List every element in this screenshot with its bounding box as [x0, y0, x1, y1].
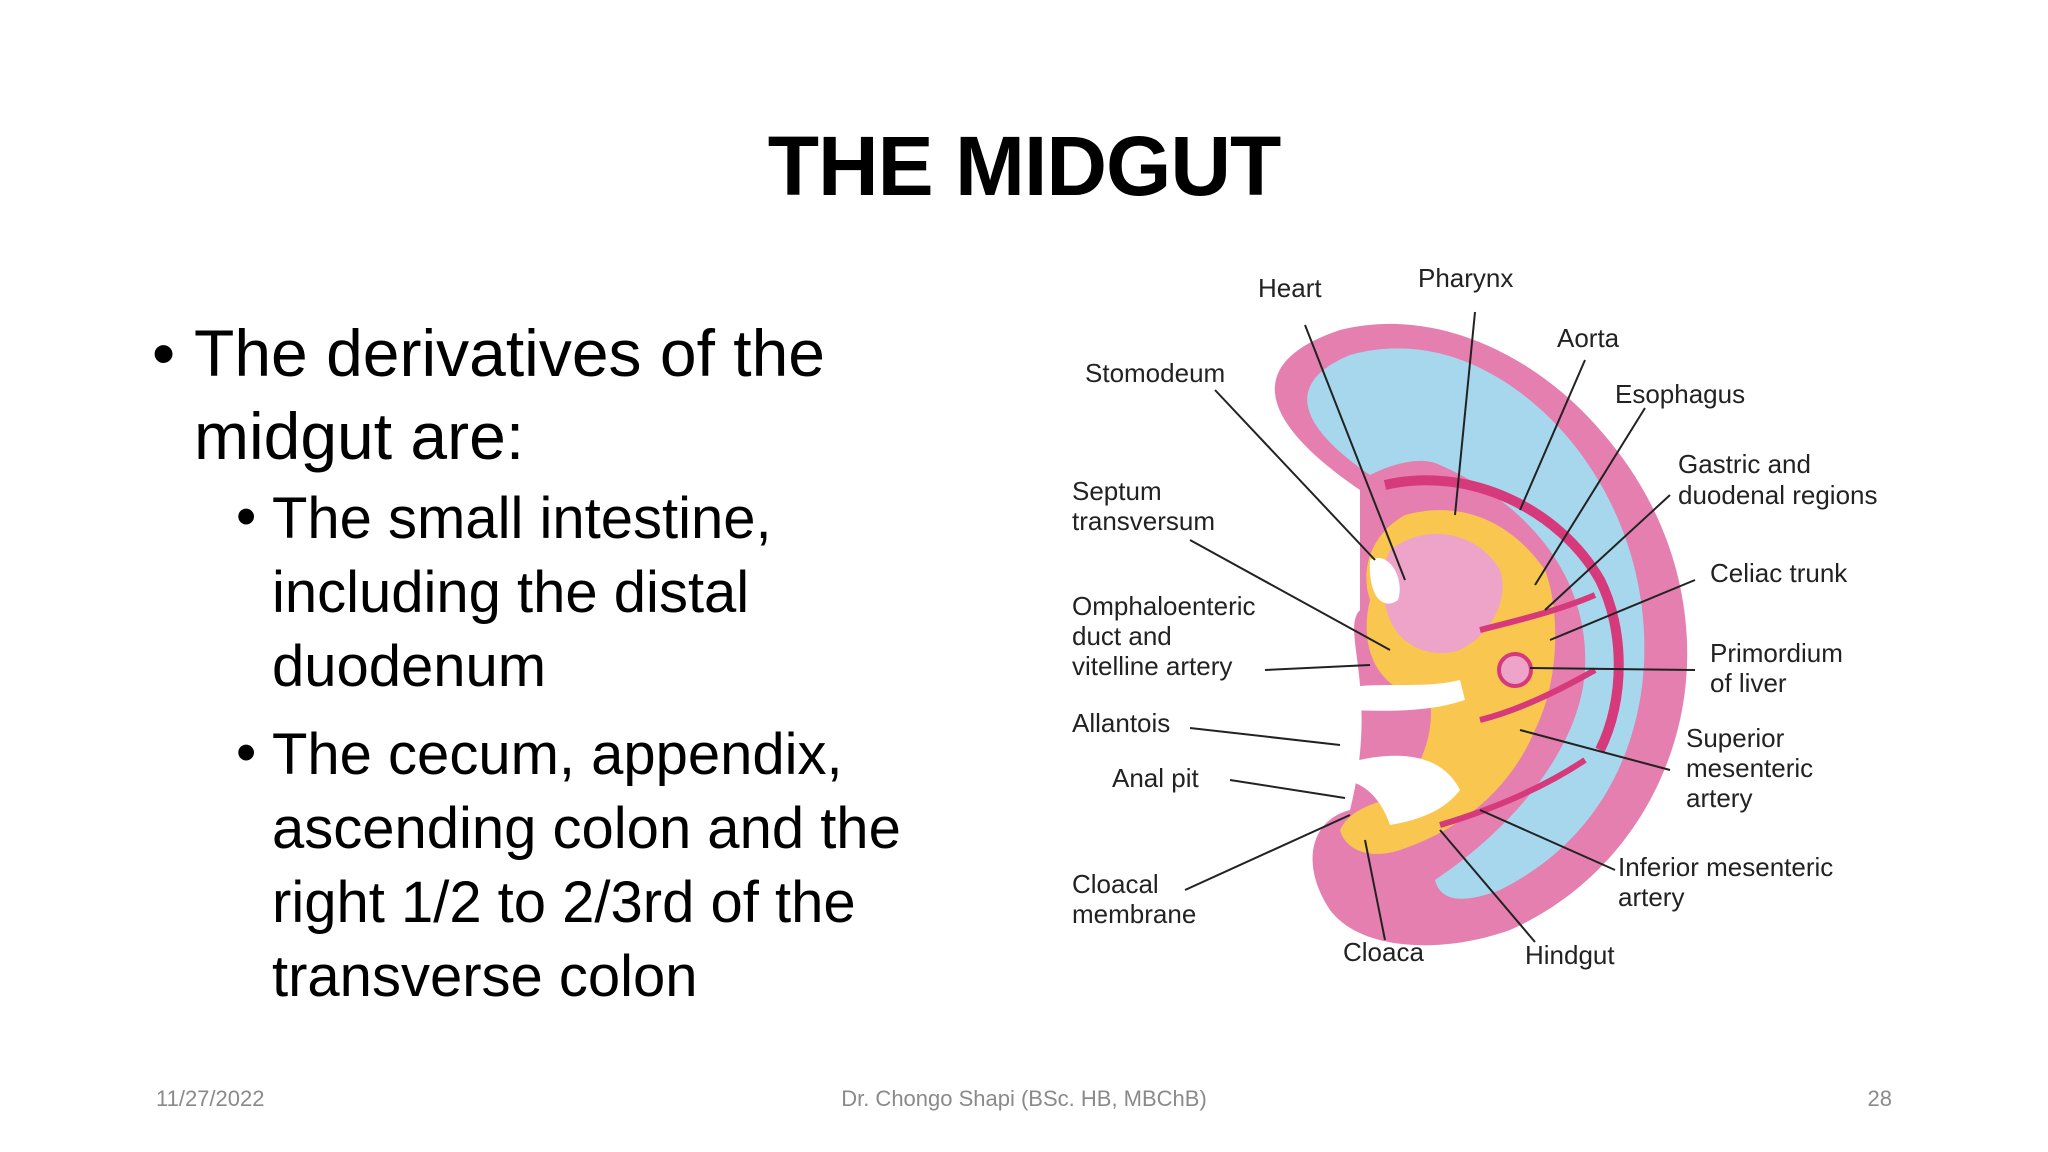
label-allantois: Allantois [1072, 708, 1170, 738]
label-primordium: of liver [1710, 668, 1787, 698]
label-celiac: Celiac trunk [1710, 558, 1848, 588]
label-inferior-mesenteric: Inferior mesenteric [1618, 852, 1833, 882]
sub-bullet-line: including the distal [272, 560, 750, 625]
label-omphaloenteric: duct and [1072, 621, 1172, 651]
label-septum: Septum [1072, 476, 1162, 506]
embryo-gut-diagram: Heart Pharynx Aorta Stomodeum Esophagus … [1072, 263, 1878, 970]
label-pharynx: Pharynx [1418, 263, 1513, 293]
sub-bullet-line: transverse colon [272, 944, 698, 1009]
amnion-cavity-shape [1307, 348, 1645, 899]
label-stomodeum: Stomodeum [1085, 358, 1225, 388]
label-aorta: Aorta [1557, 323, 1620, 353]
label-superior-mesenteric: artery [1686, 783, 1752, 813]
label-esophagus: Esophagus [1615, 379, 1745, 409]
bullet-dot-icon: • [236, 484, 257, 549]
yolk-stalk-cavity [1330, 680, 1465, 711]
label-anal-pit: Anal pit [1112, 763, 1199, 793]
leader-allantois [1189, 727, 1341, 746]
leader-pharynx [1454, 311, 1476, 516]
leader-hindgut [1439, 829, 1536, 943]
label-inferior-mesenteric: artery [1618, 882, 1684, 912]
pharynx-heart-shape [1382, 533, 1503, 654]
sub-bullet-cecum: • The cecum, appendix, ascending colon a… [152, 718, 1012, 1014]
leader-lines [1184, 311, 1696, 943]
sub-bullet-line: right 1/2 to 2/3rd of the [272, 870, 856, 935]
label-septum: transversum [1072, 506, 1215, 536]
bullet-dot-icon: • [152, 316, 176, 390]
label-cloacal-membrane: Cloacal [1072, 869, 1159, 899]
leader-omphaloenteric [1264, 664, 1371, 671]
sub-bullet-line: The cecum, appendix, [272, 722, 843, 787]
label-superior-mesenteric: mesenteric [1686, 753, 1813, 783]
bullet-main-line: The derivatives of the [194, 316, 825, 390]
leader-gastric [1544, 494, 1671, 611]
leader-inferior-mesenteric [1479, 809, 1616, 871]
sub-bullet-line: ascending colon and the [272, 796, 901, 861]
leader-heart [1304, 324, 1406, 581]
label-cloacal-membrane: membrane [1072, 899, 1196, 929]
superior-mesenteric-vessel [1479, 667, 1597, 723]
footer-date: 11/27/2022 [156, 1086, 265, 1111]
leader-cloaca [1364, 839, 1386, 941]
footer-page-number: 28 [1867, 1086, 1892, 1111]
leader-primordium [1529, 667, 1696, 671]
liver-primordium [1497, 652, 1533, 688]
allantois-cavity [1340, 755, 1460, 825]
celiac-vessel [1479, 592, 1597, 633]
label-superior-mesenteric: Superior [1686, 723, 1785, 753]
bullet-dot-icon: • [236, 720, 257, 785]
leader-septum [1189, 539, 1391, 651]
leader-superior-mesenteric [1519, 729, 1671, 771]
label-cloaca: Cloaca [1343, 937, 1424, 967]
footer-author: Dr. Chongo Shapi (BSc. HB, MBChB) [841, 1086, 1207, 1111]
leader-aorta [1519, 359, 1586, 511]
label-heart: Heart [1258, 273, 1322, 303]
label-primordium: Primordium [1710, 638, 1843, 668]
label-omphaloenteric: vitelline artery [1072, 651, 1232, 681]
label-gastric: duodenal regions [1678, 480, 1878, 510]
label-omphaloenteric: Omphaloenteric [1072, 591, 1256, 621]
stomodeum-cavity [1369, 558, 1400, 604]
label-gastric: Gastric and [1678, 449, 1811, 479]
leader-celiac [1549, 579, 1696, 641]
leader-stomodeum [1214, 389, 1376, 561]
leader-cloacal-membrane [1184, 814, 1351, 891]
sub-bullet-line: The small intestine, [272, 486, 772, 551]
leader-anal-pit [1229, 779, 1346, 799]
inferior-mesenteric-vessel [1439, 757, 1587, 828]
sub-bullet-small-intestine: • The small intestine, including the dis… [152, 482, 1012, 704]
label-hindgut: Hindgut [1525, 940, 1615, 970]
slide-title: THE MIDGUT [767, 119, 1282, 213]
leader-esophagus [1534, 407, 1646, 586]
bullet-main-line: midgut are: [194, 399, 525, 473]
bullet-list: • The derivatives of the midgut are: • T… [152, 312, 1012, 1014]
sub-bullet-line: duodenum [272, 634, 547, 699]
bullet-main: • The derivatives of the midgut are: [152, 312, 1012, 478]
